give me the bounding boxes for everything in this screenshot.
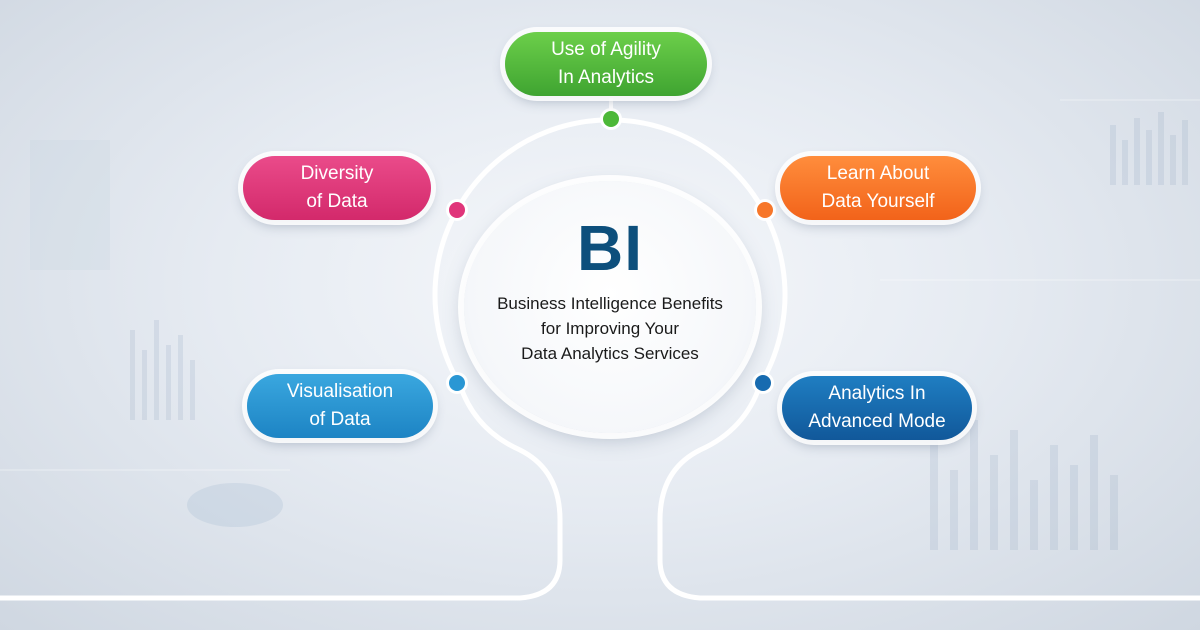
agility-dot: [603, 111, 619, 127]
node-label-line: of Data: [309, 409, 371, 430]
node-use-of-agility: Use of Agility In Analytics: [505, 32, 707, 96]
advanced-dot: [755, 375, 771, 391]
node-diversity-of-data: Diversity of Data: [243, 156, 431, 220]
node-label-line: Diversity: [300, 163, 374, 184]
node-label-line: Learn About: [826, 163, 930, 184]
node-learn-about-data: Learn About Data Yourself: [780, 156, 976, 220]
node-analytics-advanced-mode: Analytics In Advanced Mode: [782, 376, 972, 440]
center-subtitle-line: Data Analytics Services: [521, 344, 699, 363]
diversity-dot: [449, 202, 465, 218]
center-circle: BI Business Intelligence Benefits for Im…: [464, 181, 756, 433]
center-subtitle-line: for Improving Your: [541, 319, 679, 338]
center-subtitle: Business Intelligence Benefits for Impro…: [474, 291, 746, 366]
node-label-line: In Analytics: [557, 67, 655, 88]
node-label-line: Data Yourself: [821, 191, 935, 212]
node-label-line: of Data: [306, 191, 368, 212]
center-title: BI: [577, 212, 643, 284]
visualisation-dot: [449, 375, 465, 391]
center-subtitle-line: Business Intelligence Benefits: [497, 294, 723, 313]
node-label-line: Visualisation: [286, 381, 394, 402]
node-visualisation-of-data: Visualisation of Data: [247, 374, 433, 438]
node-label-line: Use of Agility: [551, 39, 661, 60]
node-label-line: Analytics In: [828, 383, 926, 404]
node-label-line: Advanced Mode: [808, 411, 946, 432]
learn-dot: [757, 202, 773, 218]
